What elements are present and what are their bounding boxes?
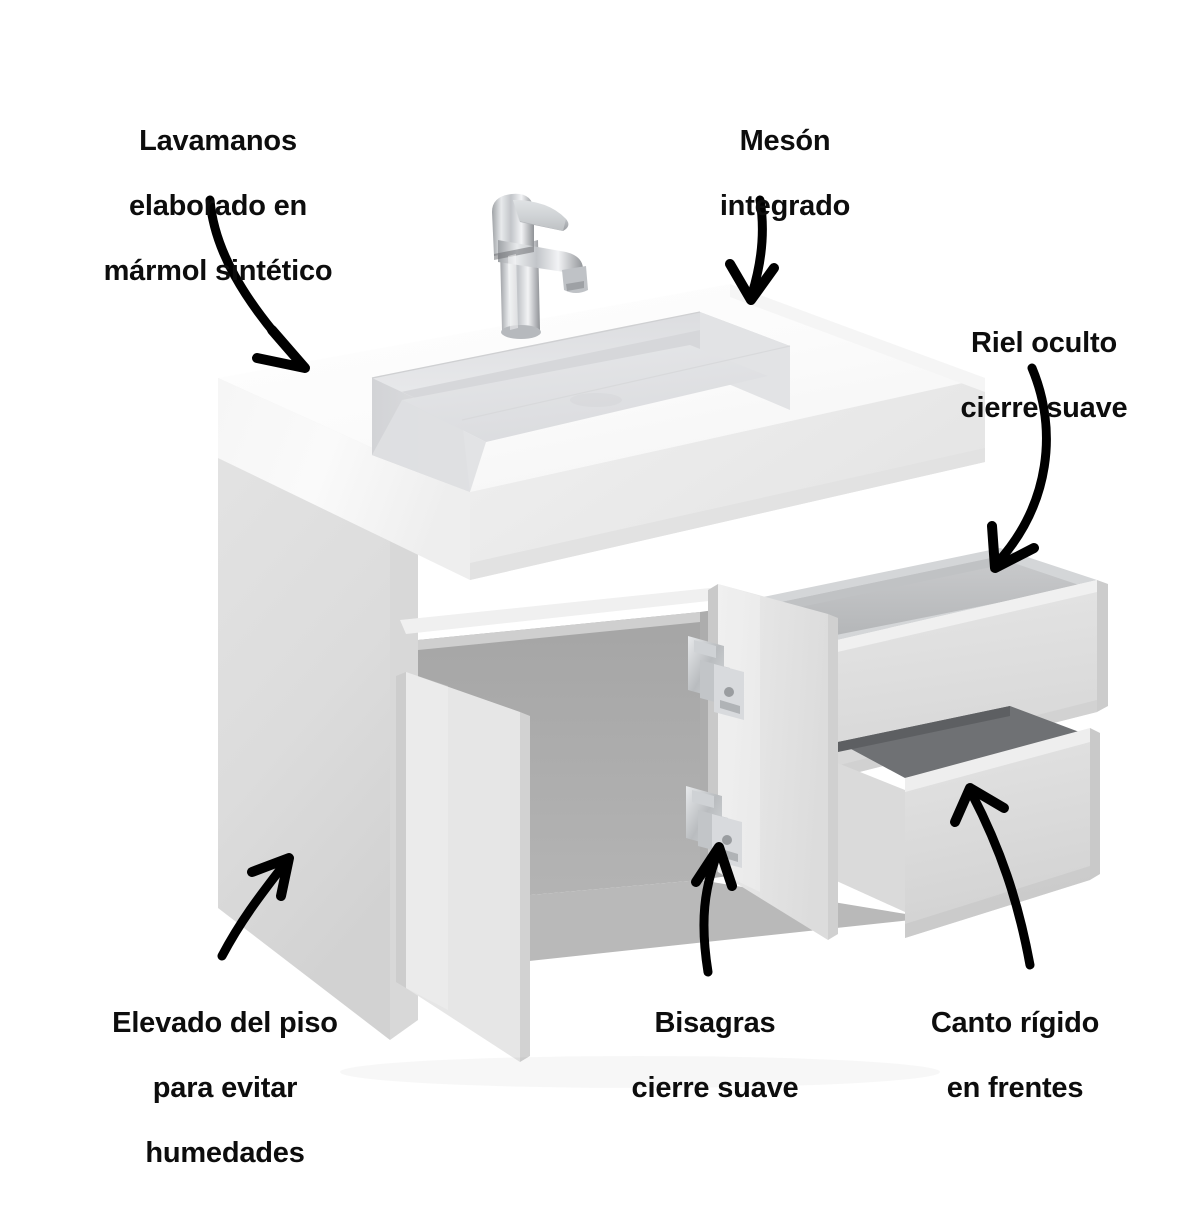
callout-meson-line-1: Mesón <box>739 125 831 158</box>
integrated-basin <box>372 312 790 492</box>
callout-lavamanos-line-2: elaborado en <box>128 190 308 223</box>
callout-bisagras: Bisagras cierre suave <box>590 975 840 1137</box>
callout-elevado-line-3: humedades <box>145 1137 305 1170</box>
callout-lavamanos: Lavamanos elaborado en mármol sintético <box>68 93 368 320</box>
callout-lavamanos-line-1: Lavamanos <box>139 125 297 158</box>
hinge-upper <box>688 636 744 720</box>
callout-elevado: Elevado del piso para evitar humedades <box>60 975 390 1202</box>
callout-canto-line-2: en frentes <box>946 1072 1084 1105</box>
faucet <box>492 193 588 339</box>
callout-riel: Riel oculto cierre suave <box>908 295 1180 457</box>
left-door-open <box>396 672 530 1062</box>
callout-elevado-line-1: Elevado del piso <box>112 1007 338 1040</box>
countertop-with-basin <box>218 284 985 580</box>
callout-canto-line-1: Canto rígido <box>930 1007 1100 1040</box>
callout-meson: Mesón integrado <box>660 93 910 255</box>
callout-canto: Canto rígido en frentes <box>890 975 1140 1137</box>
callout-riel-line-1: Riel oculto <box>970 327 1118 360</box>
lower-drawer <box>830 706 1100 938</box>
cabinet-top-rail <box>400 588 718 634</box>
callout-bisagras-line-1: Bisagras <box>654 1007 776 1040</box>
callout-meson-line-2: integrado <box>719 190 851 223</box>
callout-riel-line-2: cierre suave <box>960 392 1128 425</box>
callout-elevado-line-2: para evitar <box>152 1072 298 1105</box>
callout-lavamanos-line-3: mármol sintético <box>103 255 333 288</box>
callout-bisagras-line-2: cierre suave <box>631 1072 799 1105</box>
